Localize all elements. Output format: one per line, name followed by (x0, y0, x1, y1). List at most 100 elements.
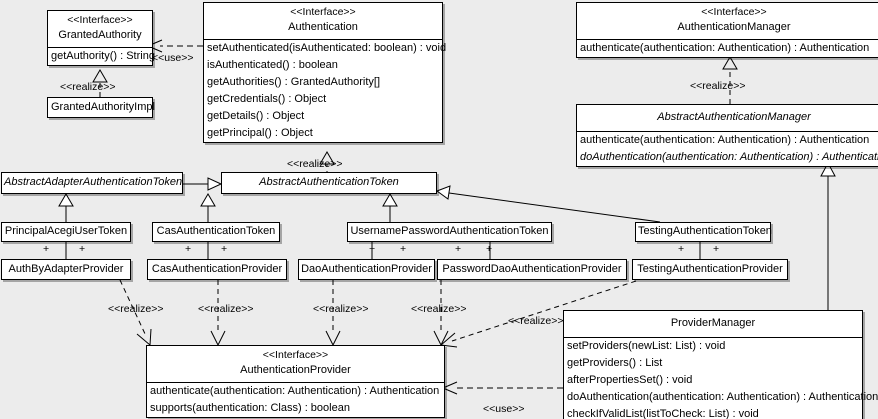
class-name-providermanager: ProviderManager (670, 317, 756, 329)
members-grantedauthority: getAuthority() : String (48, 46, 155, 65)
realize-line-authbyadapterprovider (119, 279, 147, 337)
members-providermanager: setProviders(newList: List) : void getPr… (564, 336, 878, 419)
member-doauthentication: doAuthentication(authentication: Authent… (567, 390, 878, 403)
realize-arrowhead-ap-from-abap (136, 328, 152, 346)
class-box-casauthenticationtoken[interactable]: CasAuthenticationToken (152, 222, 280, 242)
member-getproviders: getProviders() : List (567, 356, 663, 369)
class-box-testingauthenticationtoken[interactable]: TestingAuthenticationToken (635, 222, 772, 242)
class-name-principalacegiusertoken: PrincipalAcegiUserToken (4, 225, 128, 237)
class-header-authenticationmanager: <<Interface>> AuthenticationManager (577, 3, 878, 39)
multiplicity-principalacegi-left: + (43, 243, 50, 255)
class-header-principalacegiusertoken: PrincipalAcegiUserToken (2, 223, 130, 241)
member-getcredentials: getCredentials() : Object (207, 92, 327, 105)
stereotype-interface: <<Interface>> (262, 349, 329, 361)
members-authenticationmanager: authenticate(authentication: Authenticat… (577, 38, 878, 57)
relation-label-use-providermanager-authenticationprovider: <<use>> (483, 403, 525, 415)
class-name-casauthenticationprovider: CasAuthenticationProvider (151, 263, 283, 275)
class-box-usernamepasswordauthenticationtoken[interactable]: UsernamePasswordAuthenticationToken (347, 222, 552, 242)
multiplicity-cas-left: + (185, 243, 192, 255)
member-doauthentication: doAuthentication(authentication: Authent… (580, 150, 878, 163)
relation-label-realize-casauthenticationprovider: <<realize>> (198, 303, 254, 315)
class-name-casauthenticationtoken: CasAuthenticationToken (156, 225, 276, 237)
class-header-abstractauthenticationmanager: AbstractAuthenticationManager (577, 105, 878, 131)
class-header-authentication: <<Interface>> Authentication (204, 3, 442, 39)
class-box-abstractauthenticationtoken[interactable]: AbstractAuthenticationToken (221, 172, 437, 194)
class-box-abstractauthenticationmanager[interactable]: AbstractAuthenticationManager authentica… (576, 104, 878, 167)
relation-label-realize-authbyadapterprovider: <<realize>> (108, 303, 164, 315)
multiplicity-upat-a: + (369, 243, 376, 255)
class-box-authenticationmanager[interactable]: <<Interface>> AuthenticationManager auth… (576, 2, 878, 58)
relation-label-realize-testingauthenticationprovider: <<realize>> (508, 315, 564, 327)
multiplicity-testing-left: + (678, 243, 685, 255)
generalization-arrowhead-aat-from-adapter (207, 177, 223, 191)
relation-label-use-authentication-grantedauthority: <<use>> (152, 52, 194, 64)
class-header-grantedauthorityimpl: GrantedAuthorityImpl (48, 98, 155, 118)
stereotype-interface: <<Interface>> (701, 6, 767, 18)
class-box-authbyadapterprovider[interactable]: AuthByAdapterProvider (1, 259, 131, 280)
class-box-passworddaoauthenticationprovider[interactable]: PasswordDaoAuthenticationProvider (437, 259, 627, 280)
members-authentication: setAuthenticated(isAuthenticated: boolea… (204, 38, 446, 142)
generalization-arrowhead-aat-from-testing (435, 185, 451, 200)
generalization-arrowhead-aat-from-upat (382, 193, 398, 207)
class-box-authentication[interactable]: <<Interface>> Authentication setAuthenti… (203, 2, 446, 143)
multiplicity-cas-right: + (221, 243, 228, 255)
relation-label-realize-abstractauthenticationtoken: <<realize>> (287, 158, 343, 170)
class-box-testingauthenticationprovider[interactable]: TestingAuthenticationProvider (632, 259, 788, 280)
class-name-authentication: Authentication (288, 21, 358, 34)
class-box-abstractadapterauthenticationtoken[interactable]: AbstractAdapterAuthenticationToken (1, 172, 183, 194)
class-name-authbyadapterprovider: AuthByAdapterProvider (8, 263, 124, 275)
class-name-abstractadapterauthenticationtoken: AbstractAdapterAuthenticationToken (4, 176, 183, 188)
class-box-casauthenticationprovider[interactable]: CasAuthenticationProvider (147, 259, 287, 280)
stereotype-interface: <<Interface>> (67, 14, 133, 26)
class-name-abstractauthenticationtoken: AbstractAuthenticationToken (259, 176, 399, 188)
class-box-authenticationprovider[interactable]: <<Interface>> AuthenticationProvider aut… (146, 345, 445, 418)
multiplicity-principalacegi-right: + (79, 243, 86, 255)
generalization-arrowhead-abstractauthenticationmanager (820, 161, 836, 177)
class-header-daoauthenticationprovider: DaoAuthenticationProvider (299, 260, 434, 280)
class-box-providermanager[interactable]: ProviderManager setProviders(newList: Li… (563, 310, 878, 419)
member-authenticate: authenticate(authentication: Authenticat… (580, 41, 870, 54)
member-getauthority: getAuthority() : String (51, 49, 155, 62)
class-name-usernamepasswordauthenticationtoken: UsernamePasswordAuthenticationToken (350, 225, 549, 237)
relation-label-realize-passworddaoauthenticationprovider: <<realize>> (411, 303, 467, 315)
class-header-casauthenticationtoken: CasAuthenticationToken (153, 223, 279, 241)
class-header-passworddaoauthenticationprovider: PasswordDaoAuthenticationProvider (438, 260, 626, 280)
class-box-grantedauthorityimpl[interactable]: GrantedAuthorityImpl (47, 97, 155, 118)
class-box-daoauthenticationprovider[interactable]: DaoAuthenticationProvider (298, 259, 435, 280)
relation-label-realize-daoauthenticationprovider: <<realize>> (313, 303, 369, 315)
class-header-authbyadapterprovider: AuthByAdapterProvider (2, 260, 130, 280)
class-name-daoauthenticationprovider: DaoAuthenticationProvider (301, 263, 432, 275)
member-authenticate: authenticate(authentication: Authenticat… (580, 133, 870, 146)
class-header-providermanager: ProviderManager (564, 311, 862, 337)
multiplicity-upat-c: + (455, 243, 462, 255)
class-name-grantedauthorityimpl: GrantedAuthorityImpl (51, 101, 155, 113)
realize-arrowhead-authenticationmanager (722, 56, 738, 70)
members-abstractauthenticationmanager: authenticate(authentication: Authenticat… (577, 130, 878, 166)
member-authenticate: authenticate(authentication: Authenticat… (150, 384, 440, 397)
class-name-authenticationmanager: AuthenticationManager (677, 21, 791, 34)
class-name-testingauthenticationprovider: TestingAuthenticationProvider (637, 263, 783, 275)
member-isauthenticated: isAuthenticated() : boolean (207, 58, 338, 71)
realize-arrowhead-authentication (319, 151, 335, 165)
members-authenticationprovider: authenticate(authentication: Authenticat… (147, 381, 444, 417)
class-name-abstractauthenticationmanager: AbstractAuthenticationManager (657, 111, 811, 123)
stereotype-interface: <<Interface>> (290, 6, 356, 18)
realize-arrowhead-grantedauthority (92, 69, 108, 83)
class-header-usernamepasswordauthenticationtoken: UsernamePasswordAuthenticationToken (348, 223, 551, 241)
multiplicity-testing-right: + (713, 243, 720, 255)
class-box-grantedauthority[interactable]: <<Interface>> GrantedAuthority getAuthor… (47, 10, 155, 66)
class-header-abstractadapterauthenticationtoken: AbstractAdapterAuthenticationToken (2, 173, 182, 193)
use-arrowhead-ap-from-pm (442, 381, 458, 395)
member-setproviders: setProviders(newList: List) : void (567, 339, 726, 352)
member-supports: supports(authentication: Class) : boolea… (150, 401, 350, 414)
class-name-testingauthenticationtoken: TestingAuthenticationToken (638, 225, 772, 237)
class-name-grantedauthority: GrantedAuthority (58, 29, 142, 42)
class-box-principalacegiusertoken[interactable]: PrincipalAcegiUserToken (1, 222, 131, 242)
generalization-arrowhead-aat-from-cas (200, 193, 216, 207)
member-getdetails: getDetails() : Object (207, 109, 305, 122)
member-getprincipal: getPrincipal() : Object (207, 126, 313, 139)
member-getauthorities: getAuthorities() : GrantedAuthority[] (207, 75, 381, 88)
class-header-testingauthenticationprovider: TestingAuthenticationProvider (633, 260, 787, 280)
realize-arrowhead-ap-from-daop (325, 330, 341, 346)
